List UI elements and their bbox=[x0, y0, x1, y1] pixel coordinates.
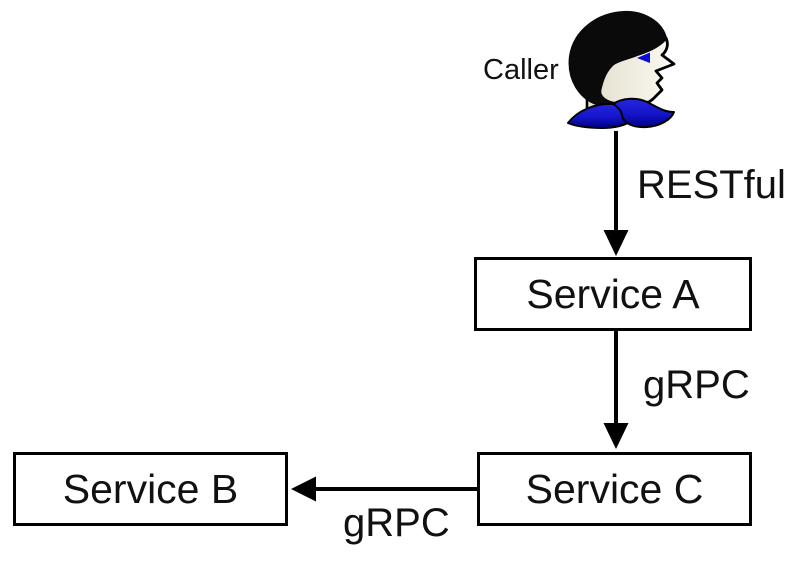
actor-label: Caller bbox=[483, 54, 559, 86]
edge-label-grpc-c-to-b: gRPC bbox=[343, 501, 450, 545]
node-service-c-label: Service C bbox=[525, 465, 704, 512]
person-head-icon bbox=[567, 10, 676, 129]
arrow-restful-caller-to-service-a bbox=[603, 131, 629, 256]
node-service-a: Service A bbox=[474, 257, 752, 331]
arrow-grpc-service-c-to-service-b bbox=[291, 476, 477, 502]
arrow-grpc-service-a-to-service-c bbox=[603, 331, 629, 449]
node-service-c: Service C bbox=[477, 452, 752, 526]
edge-label-restful: RESTful bbox=[637, 163, 786, 207]
edge-label-grpc-a-to-c: gRPC bbox=[643, 363, 750, 407]
collar-shape bbox=[567, 97, 675, 129]
node-service-b-label: Service B bbox=[62, 465, 239, 512]
node-service-a-label: Service A bbox=[526, 270, 700, 317]
eye-icon bbox=[637, 52, 650, 63]
node-service-b: Service B bbox=[13, 452, 288, 526]
